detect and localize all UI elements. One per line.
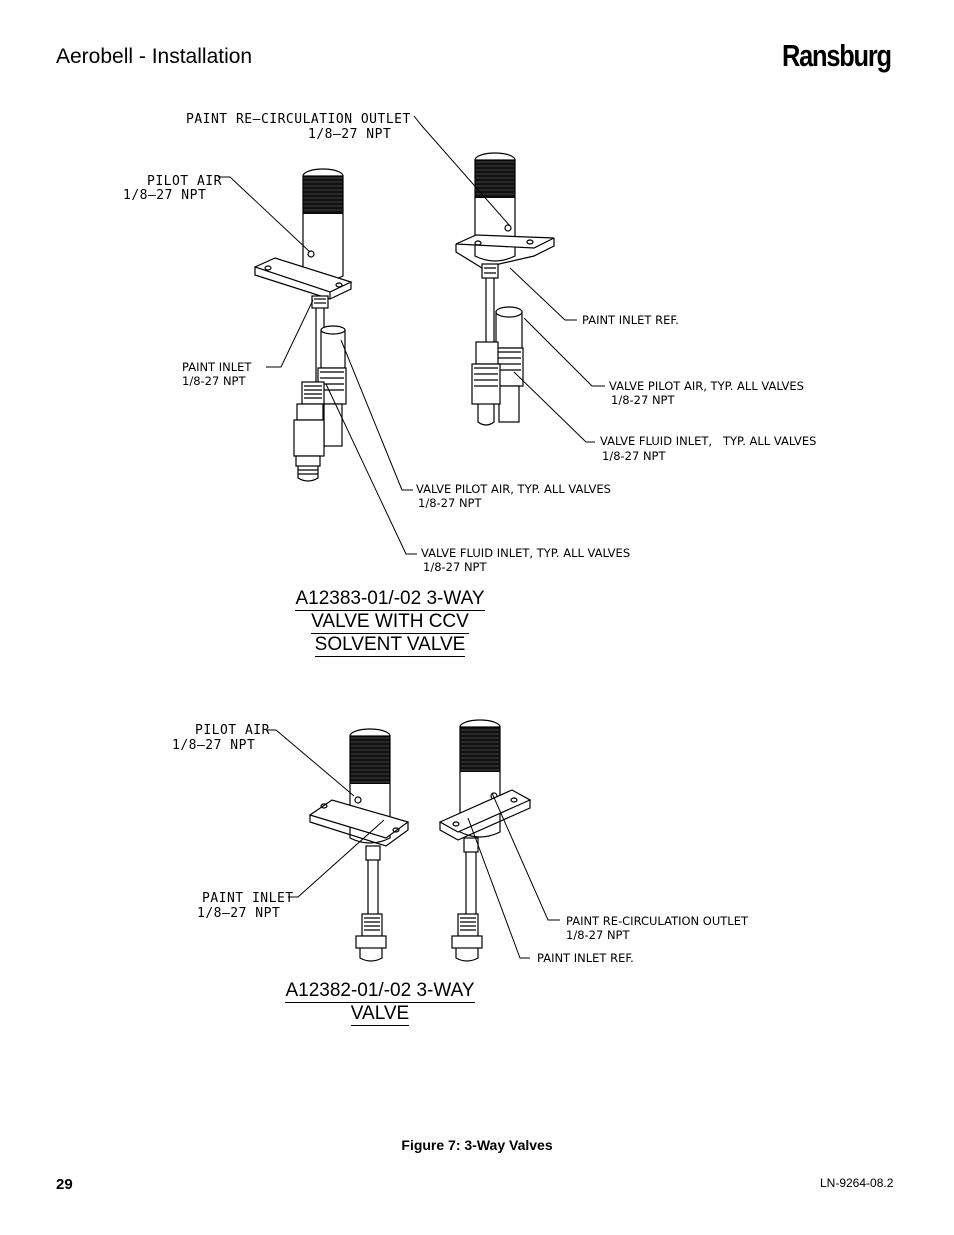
callout-pilot-air-bottom-npt: 1/8–27 NPT bbox=[172, 738, 256, 753]
callout-recirc-outlet-top: PAINT RE–CIRCULATION OUTLET bbox=[186, 112, 411, 127]
callout-recirc-outlet-top-npt: 1/8–27 NPT bbox=[308, 127, 392, 142]
callout-valve-fluid-inlet-mid: VALVE FLUID INLET, TYP. ALL VALVES bbox=[421, 546, 631, 560]
bottom-caption-line2: VALVE bbox=[350, 1003, 410, 1026]
callout-valve-fluid-inlet-right-npt: 1/8-27 NPT bbox=[602, 449, 666, 463]
valve-assembly-bottom-left bbox=[308, 728, 410, 962]
callout-valve-fluid-inlet-mid-npt: 1/8-27 NPT bbox=[423, 560, 487, 574]
callout-valve-fluid-inlet-right: VALVE FLUID INLET, TYP. ALL VALVES bbox=[600, 434, 817, 448]
valve-assembly-top-right bbox=[455, 152, 555, 426]
callout-paint-inlet-ref-top: PAINT INLET REF. bbox=[582, 313, 679, 327]
callout-pilot-air-top: PILOT AIR bbox=[147, 174, 222, 189]
top-caption-line1: A12383-01/-02 3-WAY bbox=[295, 588, 485, 611]
callout-recirc-outlet-bottom: PAINT RE-CIRCULATION OUTLET bbox=[566, 914, 748, 928]
callout-valve-pilot-air-right: VALVE PILOT AIR, TYP. ALL VALVES bbox=[609, 379, 804, 393]
valve-assembly-bottom-right bbox=[438, 719, 532, 962]
top-caption-line2: VALVE WITH CCV bbox=[311, 611, 469, 634]
page-number: 29 bbox=[56, 1176, 73, 1193]
callout-valve-pilot-air-mid-npt: 1/8-27 NPT bbox=[418, 496, 482, 510]
callout-paint-inlet-bottom-npt: 1/8–27 NPT bbox=[197, 906, 281, 921]
top-caption-line3: SOLVENT VALVE bbox=[314, 634, 466, 657]
document-number: LN-9264-08.2 bbox=[820, 1176, 894, 1190]
callout-paint-inlet-top: PAINT INLET bbox=[182, 360, 252, 374]
valve-assembly-top-left bbox=[253, 168, 353, 482]
leader-lines bbox=[218, 115, 605, 959]
callout-pilot-air-top-npt: 1/8–27 NPT bbox=[123, 188, 207, 203]
callout-pilot-air-bottom: PILOT AIR bbox=[195, 723, 270, 738]
callout-paint-inlet-ref-bottom: PAINT INLET REF. bbox=[537, 951, 634, 965]
callout-valve-pilot-air-right-npt: 1/8-27 NPT bbox=[611, 393, 675, 407]
callout-valve-pilot-air-mid: VALVE PILOT AIR, TYP. ALL VALVES bbox=[416, 482, 611, 496]
bottom-caption-line1: A12382-01/-02 3-WAY bbox=[285, 980, 475, 1003]
callout-paint-inlet-bottom: PAINT INLET bbox=[202, 891, 294, 906]
figure-caption: Figure 7: 3-Way Valves bbox=[401, 1137, 553, 1153]
bottom-figure-caption: A12382-01/-02 3-WAY VALVE bbox=[230, 980, 530, 1026]
callout-paint-inlet-top-npt: 1/8-27 NPT bbox=[182, 374, 246, 388]
brand-logo: Ransburg bbox=[782, 38, 892, 73]
section-title: Aerobell - Installation bbox=[56, 45, 253, 68]
callout-recirc-outlet-bottom-npt: 1/8-27 NPT bbox=[566, 928, 630, 942]
top-figure-caption: A12383-01/-02 3-WAY VALVE WITH CCV SOLVE… bbox=[240, 588, 540, 657]
